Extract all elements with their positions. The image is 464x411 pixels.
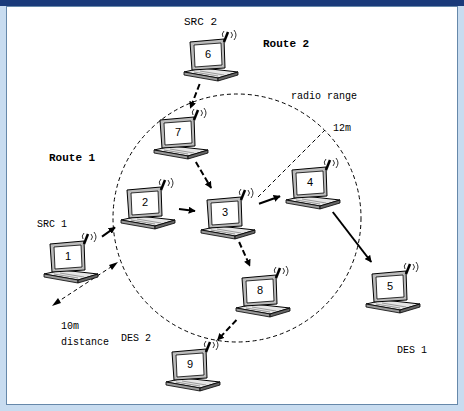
- node-number: 7: [168, 126, 188, 138]
- diagram-label: Route 2: [262, 38, 310, 50]
- diagram-label: SRC 2: [183, 16, 218, 28]
- laptop-node: 2: [115, 178, 179, 232]
- route-1-arrow: [102, 227, 115, 236]
- node-number: 6: [198, 48, 218, 60]
- diagram-label: distance: [60, 337, 110, 348]
- laptop-node: 3: [195, 188, 259, 242]
- laptop-node: 6: [178, 30, 242, 84]
- diagram-label: SRC 1: [36, 219, 68, 230]
- diagram-label: 12m: [332, 123, 352, 134]
- node-number: 1: [58, 250, 78, 262]
- diagram-label: radio range: [290, 91, 358, 102]
- diagram-label: Route 1: [48, 152, 96, 164]
- route-1-arrow: [259, 196, 280, 203]
- radio-range-circle: [113, 94, 361, 342]
- route-1-arrow: [333, 212, 371, 262]
- route-2-arrow: [239, 242, 250, 266]
- laptop-node: 9: [160, 340, 224, 394]
- route-1-arrow: [179, 209, 195, 211]
- node-number: 2: [135, 196, 155, 208]
- laptop-node: 4: [280, 158, 344, 212]
- diagram-label: DES 2: [120, 333, 152, 344]
- route-2-arrow: [218, 320, 237, 340]
- route-2-arrow: [196, 162, 211, 188]
- node-number: 5: [380, 280, 400, 292]
- laptop-node: 8: [230, 266, 294, 320]
- laptop-node: 1: [38, 232, 102, 286]
- laptop-node: 5: [360, 262, 424, 316]
- node-number: 4: [300, 176, 320, 188]
- radius-line: [258, 130, 325, 197]
- route-2-arrow: [190, 84, 199, 108]
- diagram-label: 10m: [60, 321, 80, 332]
- laptop-node: 7: [148, 108, 212, 162]
- node-number: 9: [180, 358, 200, 370]
- diagram-label: DES 1: [396, 345, 428, 356]
- node-number: 3: [215, 206, 235, 218]
- node-number: 8: [250, 284, 270, 296]
